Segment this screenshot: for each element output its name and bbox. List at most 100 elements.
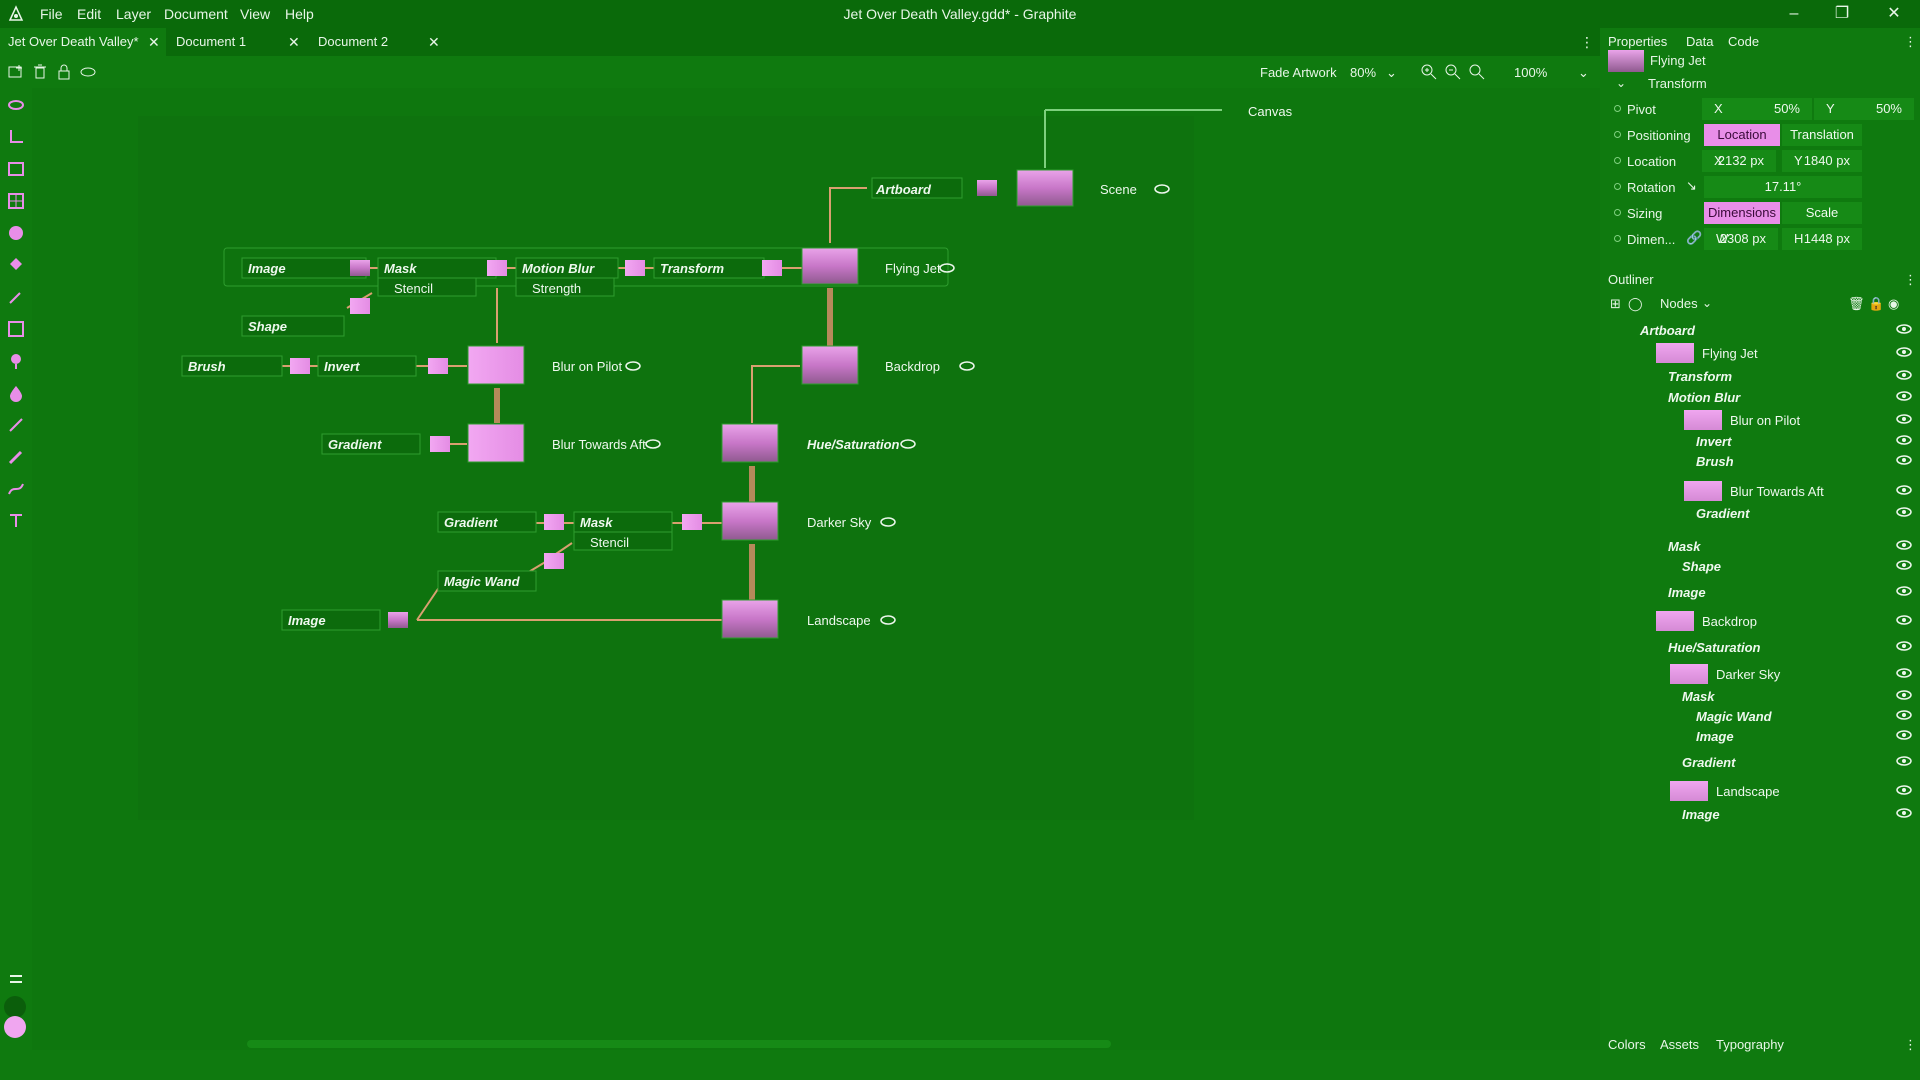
rotation-dial-icon[interactable]: ↘ (1686, 178, 1697, 193)
eye-icon[interactable] (1896, 755, 1912, 767)
pen-tool-icon[interactable] (7, 416, 25, 434)
outliner-filter[interactable]: Nodes (1660, 296, 1698, 311)
text-tool-icon[interactable] (7, 512, 25, 530)
layer-flying-jet[interactable]: Flying Jet (885, 261, 941, 276)
eye-icon[interactable] (1896, 454, 1912, 466)
outliner-row[interactable]: Transform (1612, 364, 1912, 388)
tab-assets[interactable]: Assets (1660, 1037, 1700, 1052)
rotation-field[interactable]: 17.11° (1704, 176, 1862, 198)
layer-scene[interactable]: Scene (1100, 182, 1137, 197)
outliner-row[interactable]: Shape (1612, 554, 1912, 578)
fill-tool-icon[interactable] (7, 256, 25, 274)
node-transform[interactable]: Transform (660, 261, 725, 276)
outliner-row[interactable]: Gradient (1612, 750, 1912, 774)
outliner-row[interactable]: Blur on Pilot (1612, 408, 1912, 432)
tab-properties[interactable]: Properties (1608, 34, 1668, 49)
outliner-row[interactable]: Image (1612, 580, 1912, 604)
eye-icon[interactable] (1896, 506, 1912, 518)
dimensions-toggle[interactable]: Dimensions (1704, 202, 1780, 224)
node-motion-blur[interactable]: Motion Blur (522, 261, 595, 276)
tab-colors[interactable]: Colors (1608, 1037, 1646, 1052)
menu-view[interactable]: View (240, 6, 271, 22)
param-stencil[interactable]: Stencil (590, 535, 630, 550)
eye-icon[interactable] (1896, 539, 1912, 551)
eye-icon[interactable] (1896, 614, 1912, 626)
zoom-reset-icon[interactable] (1468, 63, 1486, 81)
maximize-icon[interactable]: ❐ (1834, 5, 1850, 22)
param-stencil[interactable]: Stencil (394, 281, 434, 296)
node-mask[interactable]: Mask (580, 515, 613, 530)
node-gradient[interactable]: Gradient (444, 515, 498, 530)
fade-artwork-value[interactable]: 80% (1350, 65, 1377, 80)
chevron-down-icon[interactable]: ⌄ (1616, 76, 1627, 90)
tab-jet-over-death-valley[interactable]: Jet Over Death Valley* (0, 28, 166, 56)
node-image[interactable]: Image (288, 613, 326, 628)
path-tool-icon[interactable] (7, 480, 25, 498)
eye-icon[interactable] (79, 63, 97, 81)
outliner-row[interactable]: Motion Blur (1612, 385, 1912, 409)
section-transform[interactable]: Transform (1648, 76, 1707, 91)
invert-tool-icon[interactable] (7, 320, 25, 338)
eye-icon[interactable] (1896, 434, 1912, 446)
close-tab-icon[interactable]: ✕ (148, 34, 160, 50)
outliner-row[interactable]: Hue/Saturation (1612, 635, 1912, 659)
link-icon[interactable]: 🔗 (1686, 230, 1703, 245)
eye-icon[interactable] (1896, 559, 1912, 571)
horizontal-scrollbar[interactable] (247, 1040, 1111, 1048)
magic-wand-tool-icon[interactable] (7, 288, 25, 306)
node-magic-wand[interactable]: Magic Wand (444, 574, 520, 589)
chevron-down-icon[interactable]: ⌄ (1702, 296, 1713, 310)
node-graph-viewport[interactable]: Canvas Artboard Image Mask Motion Blur T… (32, 88, 1600, 1050)
tab-document-2[interactable]: Document 2 (310, 28, 450, 56)
image-tool-icon[interactable] (7, 160, 25, 178)
eye-icon[interactable] (1896, 390, 1912, 402)
scale-toggle[interactable]: Scale (1782, 202, 1862, 224)
mask-icon[interactable]: ◯ (1628, 296, 1643, 311)
more-options-icon[interactable]: ⋮ (1904, 34, 1917, 49)
node-gradient[interactable]: Gradient (328, 437, 382, 452)
node-artboard[interactable]: Artboard (876, 182, 931, 197)
pin-tool-icon[interactable] (7, 352, 25, 370)
secondary-color-swatch[interactable] (4, 1016, 26, 1038)
node-image[interactable]: Image (248, 261, 286, 276)
trash-icon[interactable] (31, 63, 49, 81)
trash-icon[interactable]: 🗑 (1848, 296, 1865, 311)
outliner-row[interactable]: Artboard (1612, 318, 1912, 342)
layer-landscape[interactable]: Landscape (807, 613, 871, 628)
lock-icon[interactable] (55, 63, 73, 81)
lock-icon[interactable]: 🔒 (1868, 296, 1885, 311)
outliner-row[interactable]: Gradient (1612, 501, 1912, 525)
eye-icon[interactable] (1896, 585, 1912, 597)
eye-icon[interactable] (1896, 667, 1912, 679)
tab-data[interactable]: Data (1686, 34, 1714, 49)
outliner-row[interactable]: Backdrop (1612, 609, 1912, 633)
outliner-row[interactable]: Mask (1612, 684, 1912, 708)
chevron-down-icon[interactable]: ⌄ (1386, 65, 1397, 80)
translation-toggle[interactable]: Translation (1782, 124, 1862, 146)
outliner-row[interactable]: Landscape (1612, 779, 1912, 803)
location-toggle[interactable]: Location (1704, 124, 1780, 146)
layer-darker-sky[interactable]: Darker Sky (807, 515, 872, 530)
outliner-row[interactable]: Brush (1612, 449, 1912, 473)
add-node-icon[interactable] (7, 63, 25, 81)
node-invert[interactable]: Invert (324, 359, 360, 374)
menu-edit[interactable]: Edit (77, 6, 102, 22)
zoom-level[interactable]: 100% (1514, 65, 1548, 80)
layer-hue-saturation[interactable]: Hue/Saturation (807, 437, 900, 452)
tab-typography[interactable]: Typography (1716, 1037, 1784, 1052)
eye-icon[interactable] (1896, 807, 1912, 819)
param-strength[interactable]: Strength (532, 281, 582, 296)
menu-help[interactable]: Help (285, 6, 314, 22)
drop-tool-icon[interactable] (7, 384, 25, 402)
close-tab-icon[interactable]: ✕ (428, 34, 440, 50)
brush-tool-icon[interactable] (7, 448, 25, 466)
layer-backdrop[interactable]: Backdrop (885, 359, 940, 374)
eye-icon[interactable] (1896, 484, 1912, 496)
menu-file[interactable]: File (40, 6, 63, 22)
zoom-out-icon[interactable] (1444, 63, 1462, 81)
